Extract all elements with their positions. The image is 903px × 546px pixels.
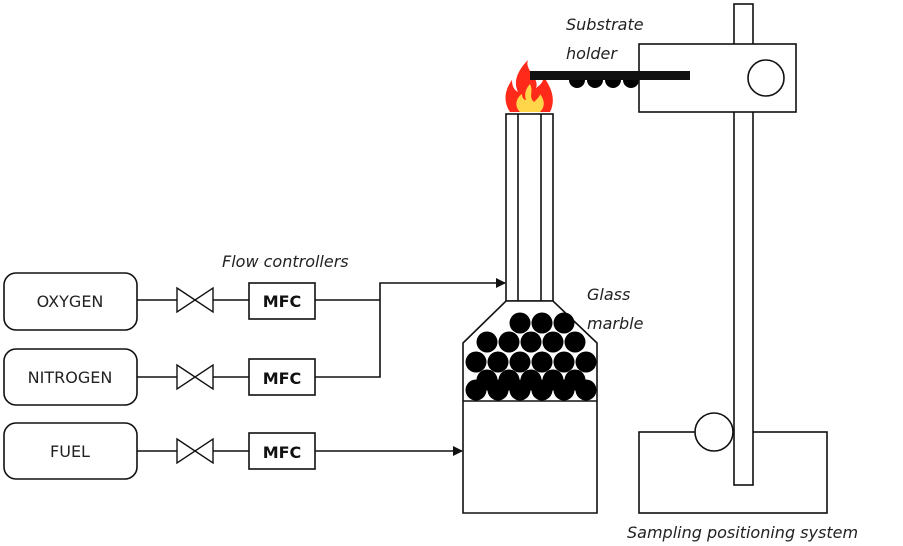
marble bbox=[509, 379, 531, 401]
burner-tube bbox=[505, 113, 554, 302]
source-nitrogen: NITROGEN bbox=[3, 348, 138, 406]
positioning-system bbox=[530, 3, 828, 514]
source-fuel: FUEL bbox=[3, 422, 138, 480]
valve-icon bbox=[176, 437, 214, 465]
substrate-holder-label-1: Substrate bbox=[566, 15, 644, 34]
valve-icon bbox=[176, 363, 214, 391]
marble bbox=[465, 379, 487, 401]
marble bbox=[531, 379, 553, 401]
vertical-rod bbox=[733, 3, 754, 486]
marble bbox=[575, 379, 597, 401]
flow-controllers-label: Flow controllers bbox=[222, 252, 349, 271]
marble bbox=[553, 312, 575, 334]
holder-arm bbox=[530, 71, 690, 80]
marble bbox=[564, 331, 586, 353]
marble bbox=[487, 351, 509, 373]
marble bbox=[542, 331, 564, 353]
glass-marble-bed bbox=[465, 312, 597, 401]
sampling-positioning-label: Sampling positioning system bbox=[627, 523, 858, 542]
substrate-holder-label-2: holder bbox=[566, 44, 618, 63]
marble bbox=[476, 331, 498, 353]
positioning-base bbox=[638, 431, 828, 514]
mfc-oxygen-label: MFC bbox=[263, 292, 302, 311]
marble bbox=[531, 312, 553, 334]
marble bbox=[553, 379, 575, 401]
mfc-fuel-label: MFC bbox=[263, 443, 302, 462]
source-oxygen-label: OXYGEN bbox=[37, 292, 104, 311]
burner-body bbox=[462, 300, 598, 514]
marble bbox=[498, 331, 520, 353]
marble bbox=[465, 351, 487, 373]
mfc-oxygen: MFC bbox=[248, 282, 316, 320]
base-knob bbox=[694, 412, 734, 452]
marble bbox=[553, 351, 575, 373]
mfc-nitrogen: MFC bbox=[248, 358, 316, 396]
mfc-nitrogen-label: MFC bbox=[263, 369, 302, 388]
oxidizer-pipe bbox=[315, 283, 505, 378]
source-nitrogen-label: NITROGEN bbox=[28, 368, 113, 387]
clamp-knob bbox=[747, 59, 785, 97]
supply-pipes bbox=[137, 299, 249, 452]
glass-marble-label-1: Glass bbox=[587, 285, 630, 304]
marble bbox=[520, 331, 542, 353]
marble bbox=[509, 351, 531, 373]
marble bbox=[509, 312, 531, 334]
valve-icon bbox=[176, 286, 214, 314]
glass-marble-label-2: marble bbox=[587, 314, 644, 333]
flame-icon bbox=[505, 60, 553, 112]
mfc-fuel: MFC bbox=[248, 432, 316, 470]
marble bbox=[531, 351, 553, 373]
source-oxygen: OXYGEN bbox=[3, 272, 138, 331]
marble bbox=[487, 379, 509, 401]
marble bbox=[575, 351, 597, 373]
source-fuel-label: FUEL bbox=[50, 442, 90, 461]
